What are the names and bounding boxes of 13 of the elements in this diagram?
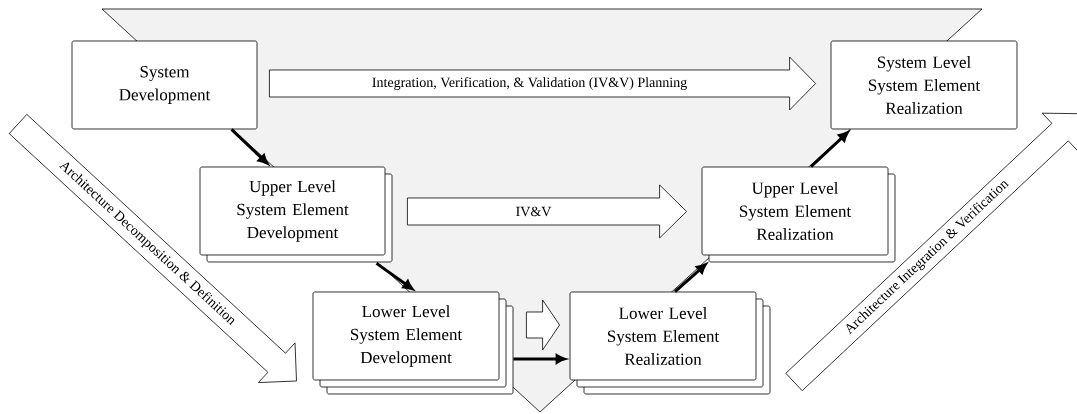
stacked-process-box: Upper Level System Element Realization [701,166,896,263]
stacked-process-box: Upper Level System Element Development [199,166,393,263]
arrow [674,263,707,293]
block-arrow [526,299,560,351]
arrow [810,131,849,168]
process-box: System Development [71,40,258,130]
stacked-process-box: Lower Level System Element Realization [569,291,771,395]
stacked-process-box: Lower Level System Element Development [312,291,514,395]
process-box: System Level System Element Realization [830,40,1018,130]
block-arrow [407,184,687,239]
arrow [375,262,414,291]
edge-label: Integration, Verification, & Validation (IV&V) Planning [370,76,689,91]
arrow [230,128,269,165]
